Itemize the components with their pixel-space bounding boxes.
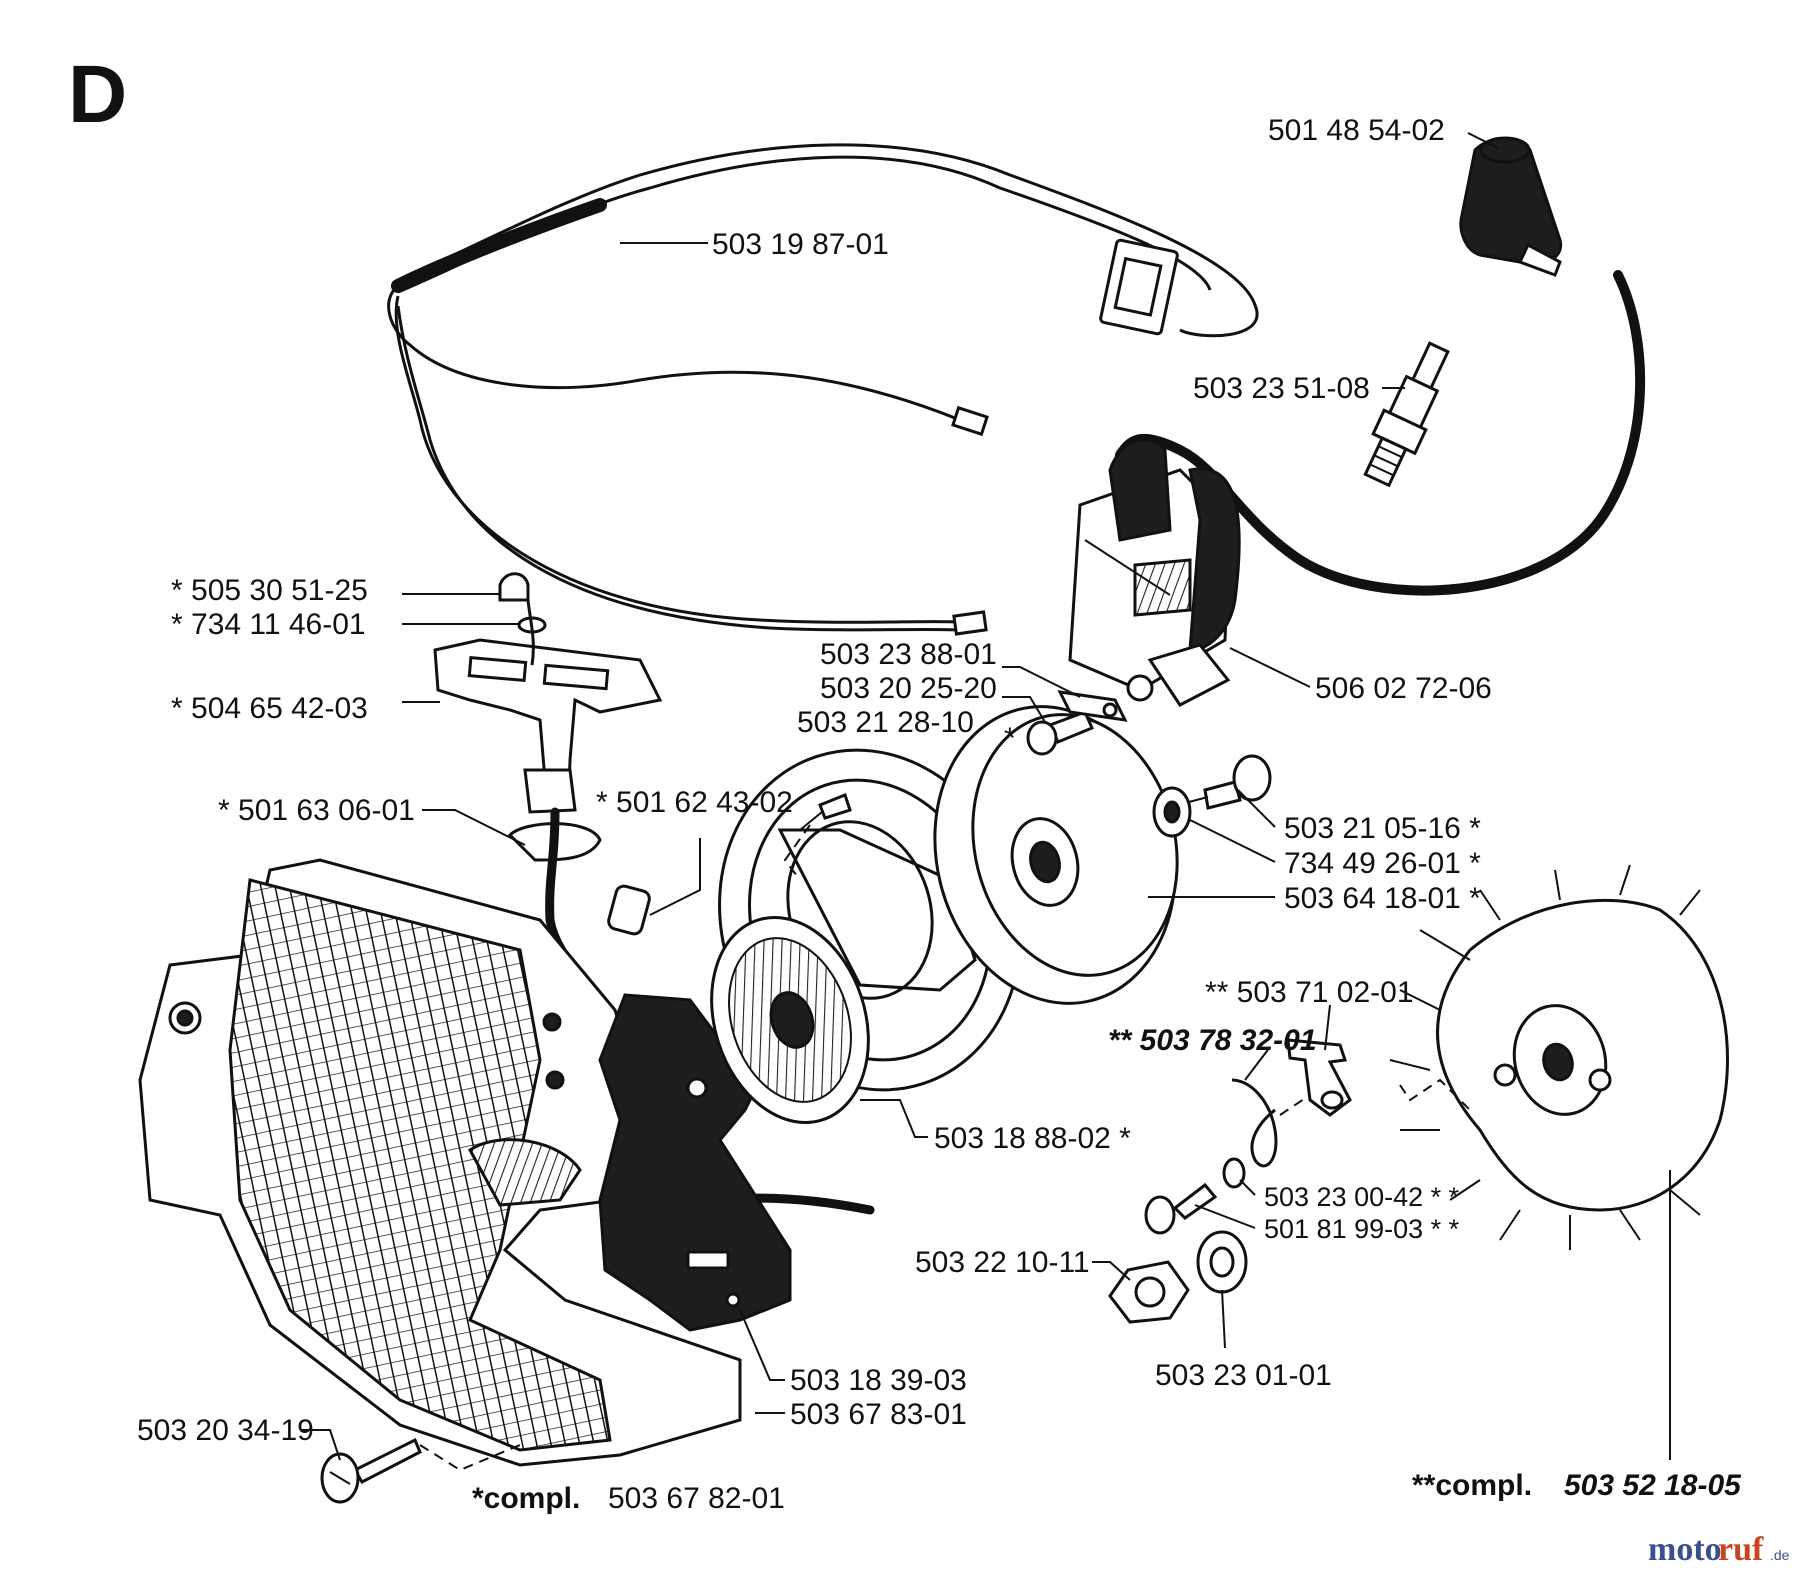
starter-pulley-spring — [710, 915, 870, 1125]
bushing — [607, 884, 651, 936]
pulley-screw — [1184, 754, 1272, 810]
label-503-78-32-01: ** 503 78 32-01 — [1108, 1024, 1317, 1057]
label-505-30-51-25: * 505 30 51-25 — [171, 574, 368, 607]
label-503-23-51-08: 503 23 51-08 — [1193, 372, 1370, 405]
spark-plug — [1363, 341, 1450, 488]
starter-cover — [138, 858, 742, 1467]
pawl-screw — [1144, 1182, 1218, 1235]
flywheel — [1389, 864, 1729, 1250]
pawl-spring — [1231, 1078, 1278, 1168]
section-letter: D — [68, 49, 127, 140]
label-506-02-72-06: 506 02 72-06 — [1315, 672, 1492, 705]
label-503-21-28-10: 503 21 28-10 — [797, 706, 974, 739]
label-501-63-06-01: * 501 63 06-01 — [218, 794, 415, 827]
label-734-11-46-01: * 734 11 46-01 — [171, 608, 366, 641]
cover-screw — [320, 1437, 422, 1504]
label-504-65-42-03: * 504 65 42-03 — [171, 692, 368, 725]
label-503-20-25-20: 503 20 25-20 — [820, 672, 997, 705]
label-503-71-02-01: ** 503 71 02-01 — [1205, 976, 1414, 1009]
watermark-part2: ruf — [1718, 1531, 1764, 1568]
label-501-81-99-03: 501 81 99-03 * * — [1264, 1214, 1460, 1244]
label-503-19-87-01: 503 19 87-01 — [712, 228, 889, 261]
compl-left-prefix: *compl. — [472, 1482, 580, 1515]
label-503-23-88-01: 503 23 88-01 — [820, 638, 997, 671]
label-503-23-00-42: 503 23 00-42 * * — [1264, 1182, 1460, 1212]
label-501-48-54-02: 501 48 54-02 — [1268, 114, 1445, 147]
starter-pulley — [933, 705, 1179, 1005]
compl-note-left: *compl. 503 67 82-01 — [472, 1482, 785, 1515]
compl-note-right: **compl. 503 52 18-05 — [1412, 1469, 1742, 1502]
starter-handle — [433, 638, 663, 814]
spark-plug-cap — [1459, 136, 1563, 277]
watermark-suffix: .de — [1770, 1547, 1790, 1563]
ignition-module — [1068, 438, 1241, 707]
label-503-22-10-11: 503 22 10-11 — [915, 1246, 1090, 1279]
handle-insert — [498, 572, 547, 666]
label-503-18-39-03: 503 18 39-03 — [790, 1364, 967, 1397]
label-503-67-83-01: 503 67 83-01 — [790, 1398, 967, 1431]
leader-lines — [300, 132, 1671, 1461]
watermark-part1: moto — [1648, 1531, 1722, 1568]
compl-right-number: 503 52 18-05 — [1564, 1469, 1742, 1502]
flywheel-nut — [1108, 1260, 1190, 1324]
flywheel-washer — [1196, 1230, 1248, 1294]
small-screw-upper — [799, 793, 852, 831]
compl-left-number: 503 67 82-01 — [608, 1482, 785, 1515]
module-bracket — [1057, 690, 1128, 722]
pawl-washer — [1222, 1157, 1246, 1189]
label-503-21-05-16: 503 21 05-16 * — [1284, 812, 1481, 845]
label-501-62-43-02: * 501 62 43-02 — [596, 786, 793, 819]
label-503-64-18-01: 503 64 18-01 * — [1284, 882, 1481, 915]
watermark: moto ruf .de — [1648, 1531, 1790, 1568]
label-503-20-34-19: 503 20 34-19 — [137, 1414, 314, 1447]
stop-switch — [1099, 238, 1179, 336]
label-star: * — [1004, 722, 1016, 755]
module-screw — [1026, 710, 1094, 756]
label-503-18-88-02: 503 18 88-02 * — [934, 1122, 1131, 1155]
wiring-harness — [387, 143, 1259, 636]
compl-right-prefix: **compl. — [1412, 1469, 1532, 1502]
label-503-23-01-01: 503 23 01-01 — [1155, 1359, 1332, 1392]
label-734-49-26-01: 734 49 26-01 * — [1284, 847, 1481, 880]
ignition-lead — [1115, 270, 1646, 596]
pawl — [1286, 1038, 1352, 1117]
